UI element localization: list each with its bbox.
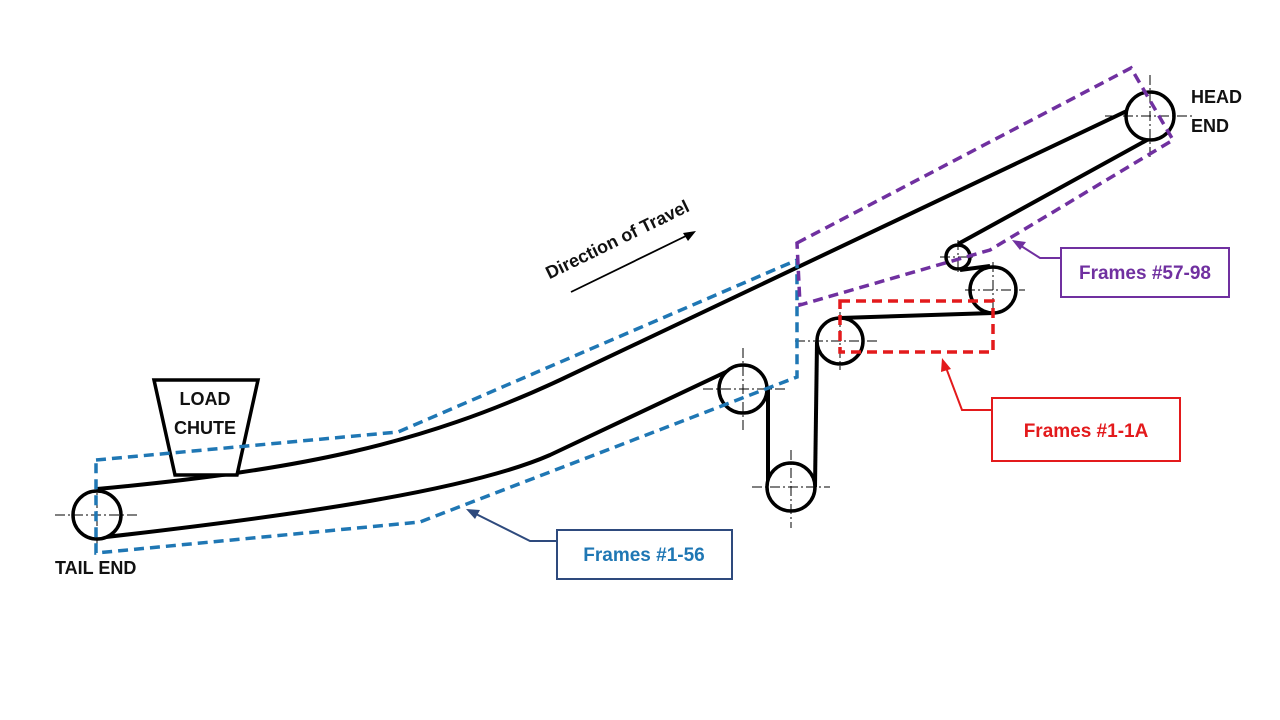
tail-end-label: TAIL END bbox=[55, 558, 136, 578]
frames-1-1a-arrowhead-icon bbox=[941, 358, 951, 372]
return-belt-lower bbox=[96, 368, 731, 540]
frames-1-1a-box bbox=[991, 397, 1181, 462]
frames-1-56-arrowhead-icon bbox=[466, 509, 480, 519]
frames-57-98-leader bbox=[1017, 243, 1060, 259]
frames-57-98-box bbox=[1060, 247, 1230, 298]
takeup-belt-right bbox=[813, 341, 819, 488]
direction-arrow-icon bbox=[570, 233, 691, 293]
head-end-label-line1: HEAD bbox=[1191, 87, 1242, 107]
bend-pulley-left bbox=[795, 312, 880, 370]
frames-1-1a-region bbox=[838, 299, 995, 354]
load-chute-label-line2: CHUTE bbox=[174, 418, 236, 438]
frames-1-1a-label: Frames #1-1A bbox=[1024, 421, 1149, 442]
frames-1-56-label: Frames #1-56 bbox=[583, 545, 704, 566]
frames-1-56-leader bbox=[471, 511, 556, 542]
snub-pulley-lower bbox=[703, 348, 785, 432]
frames-1-56-box bbox=[556, 529, 733, 580]
frames-1-56-region bbox=[94, 257, 799, 555]
load-chute-label-line1: LOAD bbox=[180, 389, 231, 409]
frames-57-98-label: Frames #57-98 bbox=[1079, 263, 1211, 284]
bend-pulley-right bbox=[965, 262, 1025, 318]
takeup-pulley bbox=[752, 450, 830, 528]
bend-belt bbox=[839, 311, 994, 320]
frames-57-98-region bbox=[795, 65, 1176, 308]
head-end-label-line2: END bbox=[1191, 116, 1229, 136]
frames-1-1a-leader bbox=[944, 364, 992, 411]
frames-57-98-arrowhead-icon bbox=[1012, 240, 1026, 250]
head-pulley bbox=[1105, 75, 1195, 160]
return-belt-upper bbox=[957, 138, 1148, 246]
arrowhead-icon bbox=[683, 231, 696, 241]
carry-belt bbox=[96, 98, 1151, 491]
snub-pulley-upper bbox=[940, 240, 976, 272]
load-chute: LOAD CHUTE bbox=[151, 378, 261, 477]
